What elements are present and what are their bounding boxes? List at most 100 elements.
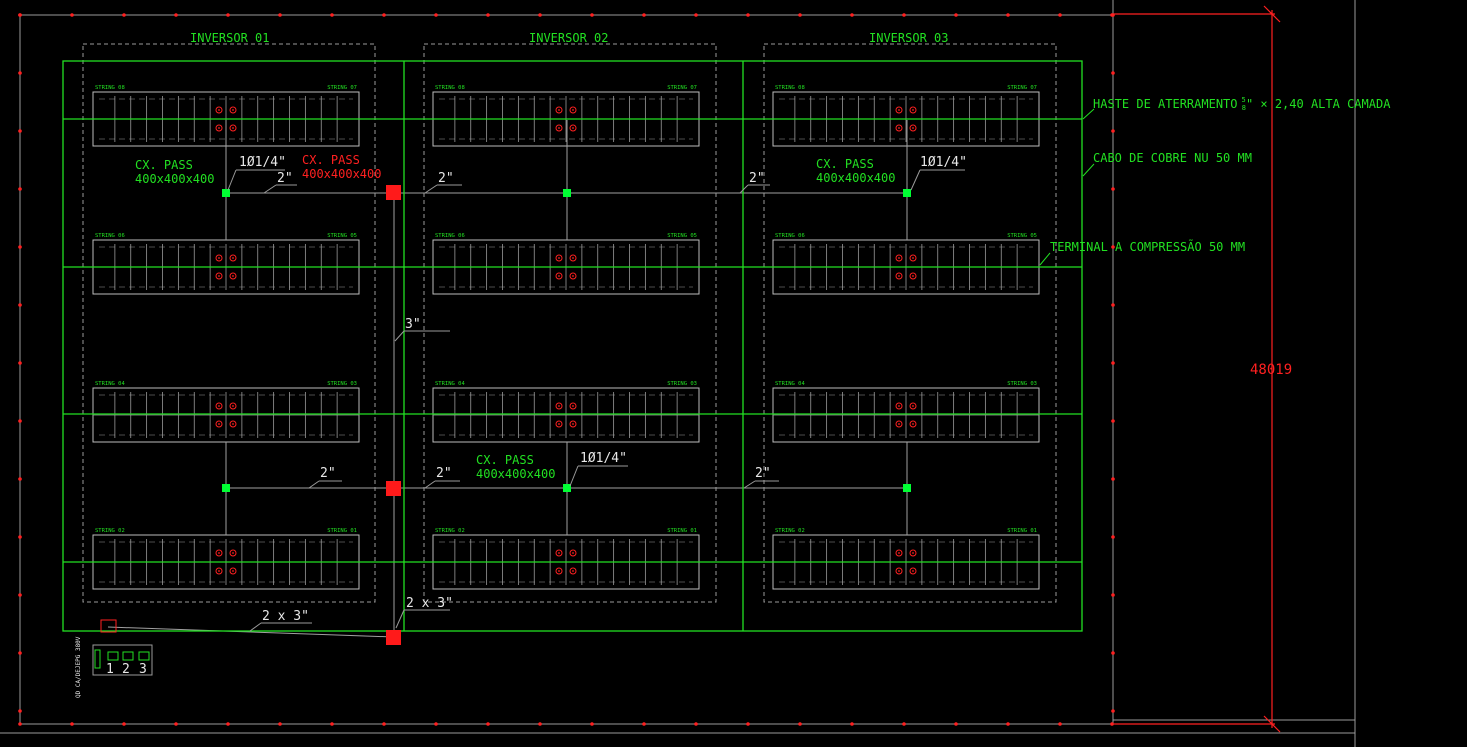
connector-icon	[569, 549, 577, 557]
pass-box-green	[222, 189, 230, 197]
string-label: STRING 08	[95, 85, 125, 91]
pass-box-red	[386, 185, 401, 200]
connector-icon	[229, 254, 237, 262]
pv-table: STRING 06 STRING 05	[92, 233, 360, 295]
string-label: STRING 08	[435, 85, 465, 91]
pass-box-size: 400x400x400	[135, 172, 214, 186]
connector-icon	[569, 106, 577, 114]
connector-icon	[909, 124, 917, 132]
connector-icon	[215, 124, 223, 132]
connector-icon	[909, 254, 917, 262]
connector-icon	[895, 402, 903, 410]
conduit-label: 1Ø1/4"	[239, 155, 286, 170]
string-label: STRING 04	[95, 381, 125, 387]
panel-number: 1	[106, 662, 114, 677]
pass-box-label-red: CX. PASS	[302, 153, 360, 167]
connector-icon	[895, 567, 903, 575]
connector-icon	[555, 402, 563, 410]
pv-table: STRING 08 STRING 07	[772, 85, 1040, 147]
conduit-label: 2 x 3"	[262, 609, 309, 624]
string-label: STRING 07	[667, 85, 697, 91]
connector-icon	[215, 272, 223, 280]
pass-box-label: CX. PASS	[476, 453, 534, 467]
connector-icon	[555, 254, 563, 262]
string-label: STRING 02	[435, 528, 465, 534]
string-label: STRING 01	[327, 528, 357, 534]
dimension-value: 48019	[1250, 362, 1292, 378]
string-label: STRING 05	[1007, 233, 1037, 239]
pv-table: STRING 04 STRING 03	[432, 381, 700, 443]
conduit-annotations	[227, 169, 965, 632]
connector-icon	[569, 420, 577, 428]
pv-table: STRING 08 STRING 07	[432, 85, 700, 147]
panel-number: 3	[139, 662, 147, 677]
inverter-areas	[82, 43, 1057, 603]
pass-box-label: CX. PASS	[135, 158, 193, 172]
pass-box-green	[563, 189, 571, 197]
connector-icon	[229, 402, 237, 410]
conduit-label: 3"	[405, 317, 421, 332]
pass-box-red	[386, 630, 401, 645]
conduit-label: 2"	[436, 466, 452, 481]
pass-box-green	[903, 484, 911, 492]
conduit-label: 2"	[277, 171, 293, 186]
connector-icon	[229, 567, 237, 575]
conduit-lines	[107, 120, 908, 638]
string-label: STRING 08	[775, 85, 805, 91]
pass-box-green	[903, 189, 911, 197]
pass-box-green	[563, 484, 571, 492]
pass-boxes	[222, 185, 911, 645]
connector-icon	[569, 272, 577, 280]
string-label: STRING 04	[435, 381, 465, 387]
connector-icon	[555, 567, 563, 575]
legend-cabo: CABO DE COBRE NU 50 MM	[1093, 151, 1252, 165]
connector-icon	[215, 402, 223, 410]
boundary-markers	[18, 13, 1115, 726]
string-label: STRING 05	[667, 233, 697, 239]
inverter-label-2: INVERSOR 02	[529, 31, 608, 45]
connector-icon	[215, 567, 223, 575]
connector-icon	[569, 567, 577, 575]
conduit-label: 1Ø1/4"	[920, 155, 967, 170]
connector-icon	[215, 420, 223, 428]
string-label: STRING 06	[95, 233, 125, 239]
electrical-panel: 1 2 3 QD CA/DEJEPG 380V	[75, 619, 153, 698]
connector-icon	[229, 106, 237, 114]
drawing-frame	[0, 0, 1356, 747]
connector-icon	[229, 124, 237, 132]
connector-icon	[229, 420, 237, 428]
string-label: STRING 03	[667, 381, 697, 387]
connector-icon	[555, 420, 563, 428]
connector-icon	[909, 402, 917, 410]
inverter-label-3: INVERSOR 03	[869, 31, 948, 45]
pv-table: STRING 02 STRING 01	[432, 528, 700, 590]
string-label: STRING 04	[775, 381, 805, 387]
connector-icon	[895, 272, 903, 280]
connector-icon	[909, 567, 917, 575]
string-label: STRING 05	[327, 233, 357, 239]
string-label: STRING 07	[1007, 85, 1037, 91]
inverter-label-1: INVERSOR 01	[190, 31, 269, 45]
pv-module-tables: STRING 08 STRING 07 STRING 06 STRING 05 STRI…	[92, 85, 1040, 590]
string-label: STRING 06	[775, 233, 805, 239]
pass-box-green	[222, 484, 230, 492]
conduit-label: 2"	[755, 466, 771, 481]
connector-icon	[895, 124, 903, 132]
connector-icon	[555, 106, 563, 114]
string-label: STRING 01	[1007, 528, 1037, 534]
string-label: STRING 01	[667, 528, 697, 534]
conduit-label: 2"	[749, 171, 765, 186]
legend-leaders	[1039, 108, 1095, 266]
pass-box-size-red: 400x400x400	[302, 167, 381, 181]
connector-icon	[555, 549, 563, 557]
connector-icon	[909, 420, 917, 428]
connector-icon	[909, 549, 917, 557]
conduit-label: 2 x 3"	[406, 596, 453, 611]
connector-icon	[569, 402, 577, 410]
